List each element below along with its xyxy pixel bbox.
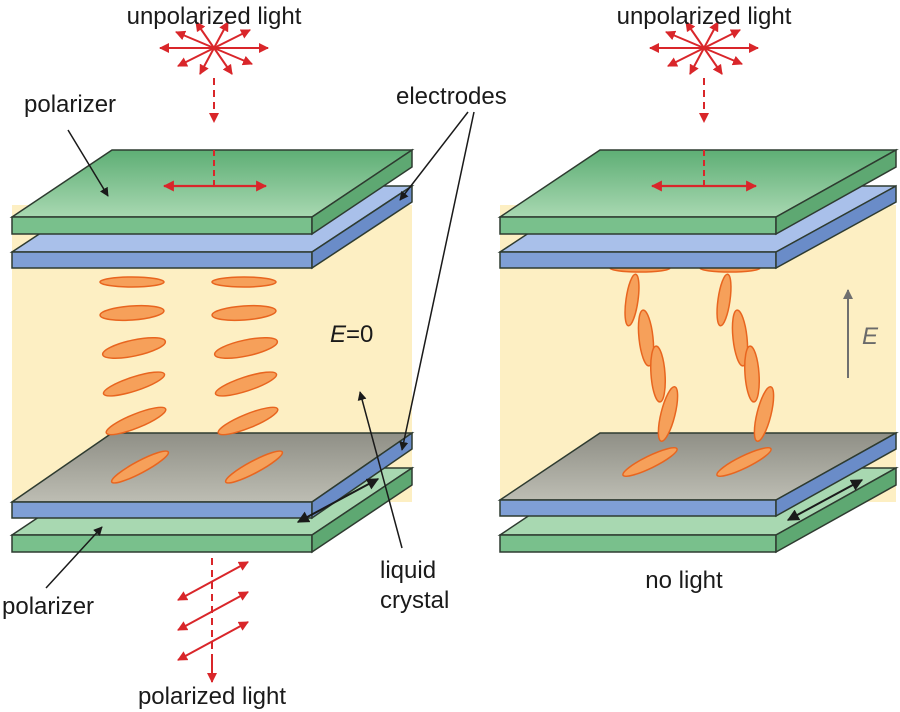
starburst-arrows-icon bbox=[159, 21, 269, 75]
field-zero-label: E=0 bbox=[330, 321, 373, 348]
double-headed-arrow-icon bbox=[786, 479, 864, 521]
liquid-crystal-label-line1: liquid bbox=[380, 557, 436, 584]
no-light-label: no light bbox=[645, 567, 723, 594]
liquid-crystal-pointer bbox=[357, 391, 403, 549]
polarizer-bottom-label: polarizer bbox=[2, 593, 94, 620]
double-headed-arrow-icon bbox=[650, 150, 758, 192]
polarizer-top-pointer bbox=[67, 129, 109, 197]
lc-molecules-left bbox=[99, 276, 284, 484]
double-headed-arrow-icon bbox=[296, 478, 380, 523]
left-cell: unpolarized light polarizer electrodes E… bbox=[2, 3, 507, 710]
top-polarizer-left bbox=[9, 148, 415, 236]
polarized-light-label: polarized light bbox=[138, 683, 286, 710]
starburst-arrows-icon bbox=[649, 21, 759, 75]
electrodes-pointer-bottom bbox=[399, 111, 475, 451]
right-cell: E unpolarized light no light bbox=[497, 3, 899, 594]
polarizer-top-label: polarizer bbox=[24, 91, 116, 118]
unpolarized-light-label-left: unpolarized light bbox=[127, 3, 302, 30]
polarizer-bottom-pointer bbox=[45, 526, 103, 589]
electrodes-label: electrodes bbox=[396, 83, 507, 110]
unpolarized-light-label-right: unpolarized light bbox=[617, 3, 792, 30]
parallel-double-arrows-icon bbox=[177, 558, 249, 683]
field-label: E bbox=[862, 323, 879, 350]
liquid-crystal-label-line2: crystal bbox=[380, 587, 449, 614]
double-headed-arrow-icon bbox=[162, 150, 268, 192]
electrodes-pointer-top bbox=[399, 111, 469, 201]
